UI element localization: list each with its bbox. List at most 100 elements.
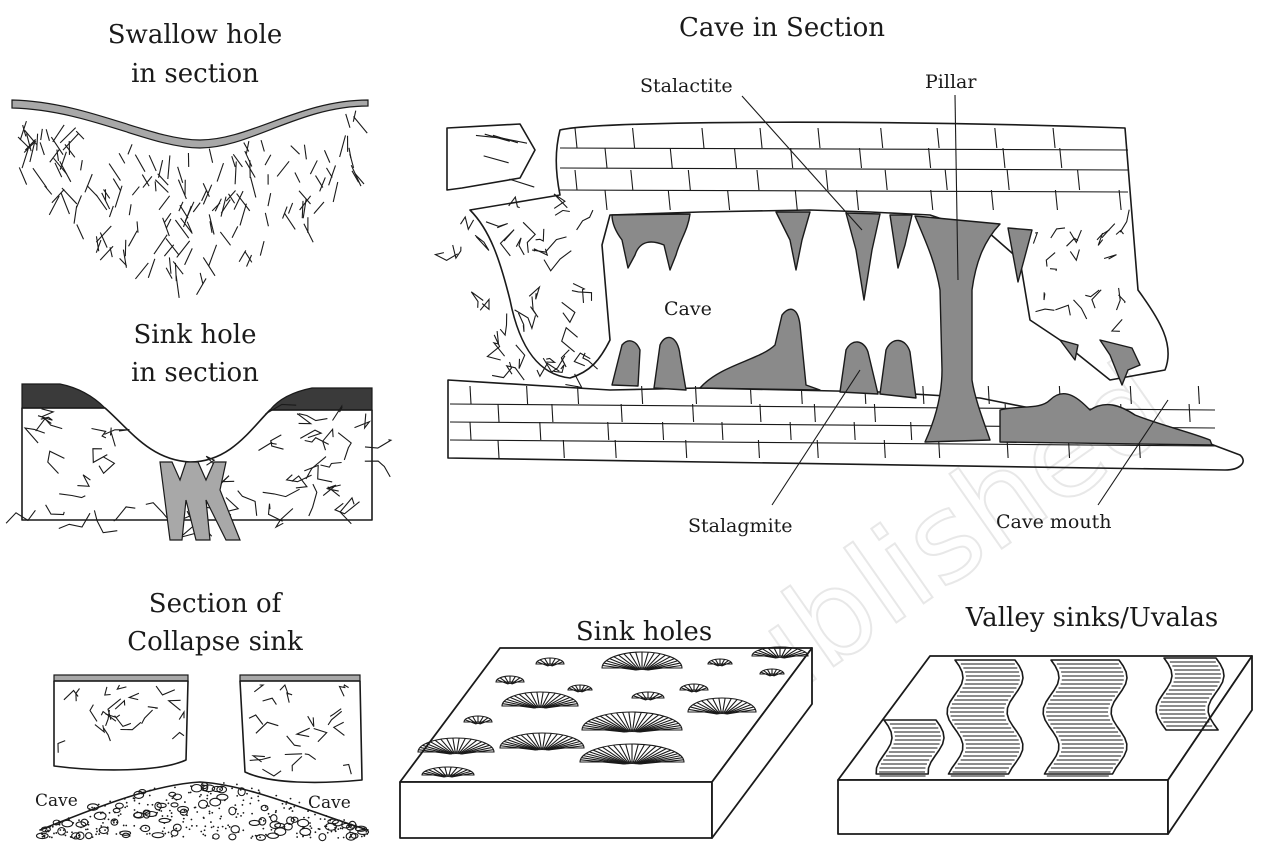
joint-line: [103, 727, 111, 742]
joint-line: [35, 417, 63, 432]
debris-boulder: [237, 787, 246, 797]
joint-line: [475, 134, 502, 139]
fracture-line: [61, 187, 78, 205]
joint-line: [546, 357, 557, 364]
debris-grain: [169, 819, 172, 821]
joint-line: [1118, 189, 1122, 211]
joint-line: [561, 301, 576, 324]
sink-hole-radial: [419, 746, 451, 755]
fracture-line: [354, 173, 365, 185]
joint-line: [794, 189, 798, 211]
debris-grain: [202, 817, 205, 819]
debris-grain: [51, 825, 54, 828]
fracture-line: [313, 201, 325, 214]
debris-grain: [264, 806, 267, 808]
joint-line: [499, 313, 508, 337]
debris-grain: [246, 792, 248, 795]
swallow-hole-title-line1: Swallow hole: [108, 20, 282, 50]
fracture-line: [244, 150, 253, 167]
debris-grain: [210, 821, 212, 823]
debris-grain: [124, 806, 127, 809]
debris-grain: [58, 823, 61, 826]
debris-grain: [117, 814, 120, 817]
debris-boulder: [80, 818, 89, 827]
stalagmite-shape: [699, 308, 821, 391]
debris-grain: [323, 818, 326, 821]
debris-boulder: [156, 802, 167, 809]
fracture-line: [282, 206, 288, 219]
fracture-line: [157, 159, 164, 178]
joint-line: [339, 496, 355, 525]
joint-line: [433, 252, 458, 262]
debris-boulder: [211, 785, 224, 793]
joint-line: [573, 352, 591, 367]
joint-line: [1006, 439, 1009, 459]
uvalas-block-front: [837, 779, 1169, 835]
fracture-line: [128, 204, 132, 216]
joint-line: [322, 427, 334, 451]
fracture-line: [84, 173, 93, 193]
debris-grain: [231, 787, 233, 790]
debris-grain: [153, 787, 156, 790]
debris-grain: [161, 830, 164, 833]
sink-hole-radial: [461, 749, 494, 755]
debris-grain: [211, 811, 214, 814]
joint-line: [308, 483, 318, 517]
joint-line: [685, 439, 688, 459]
fracture-line: [238, 250, 247, 263]
debris-grain: [66, 831, 69, 834]
sink-hole-radial: [544, 696, 571, 709]
sink-hole-radial: [456, 738, 466, 755]
fracture-line: [21, 148, 29, 169]
debris-grain: [281, 802, 284, 805]
fracture-line: [234, 161, 237, 185]
fracture-line: [112, 178, 122, 192]
fracture-line: [40, 128, 43, 141]
debris-boulder: [154, 801, 162, 811]
joint-line: [1035, 308, 1055, 313]
sink-hole-radial: [588, 720, 626, 733]
joint-line: [92, 448, 108, 464]
debris-grain: [55, 823, 57, 826]
fracture-line: [246, 254, 253, 267]
debris-grain: [289, 806, 292, 809]
joint-line: [327, 710, 343, 726]
sink-hole-radial: [694, 684, 700, 693]
debris-grain: [182, 835, 185, 838]
joint-line: [1073, 299, 1088, 320]
fracture-line: [225, 190, 236, 202]
joint-line: [291, 755, 303, 772]
debris-grain: [187, 791, 190, 794]
joint-line: [574, 169, 578, 191]
joint-line: [452, 244, 462, 260]
debris-grain: [86, 828, 89, 831]
joint-line: [337, 432, 352, 461]
sink-hole-radial: [647, 664, 682, 671]
stalactite-shape: [611, 213, 691, 271]
joint-line: [505, 364, 525, 381]
debris-grain: [133, 824, 136, 827]
sink-hole-radial: [623, 653, 640, 671]
sink-hole-radial: [718, 697, 723, 715]
debris-grain: [45, 830, 48, 833]
fracture-line: [192, 202, 201, 213]
debris-grain: [205, 804, 208, 807]
cave-section-panel: Cave in Section Stalactite Pillar Cave S…: [433, 13, 1244, 537]
debris-grain: [339, 827, 342, 830]
debris-boulder: [151, 832, 165, 839]
debris-grain: [108, 811, 111, 814]
debris-boulder: [142, 809, 151, 819]
sink-hole-radial: [520, 734, 540, 751]
sink-hole-radial: [585, 753, 626, 765]
sink-hole-radial: [613, 744, 630, 765]
swallow-hole-rock-fractures: [17, 110, 368, 298]
debris-grain: [206, 794, 209, 797]
debris-grain: [314, 813, 316, 816]
uvalas-block-side: [1167, 655, 1253, 835]
sink-hole-radial: [460, 742, 487, 755]
debris-grain: [337, 836, 340, 839]
debris-grain: [151, 803, 154, 806]
joint-line: [255, 721, 279, 734]
debris-grain: [343, 819, 346, 821]
sink-hole-radial: [706, 699, 721, 715]
